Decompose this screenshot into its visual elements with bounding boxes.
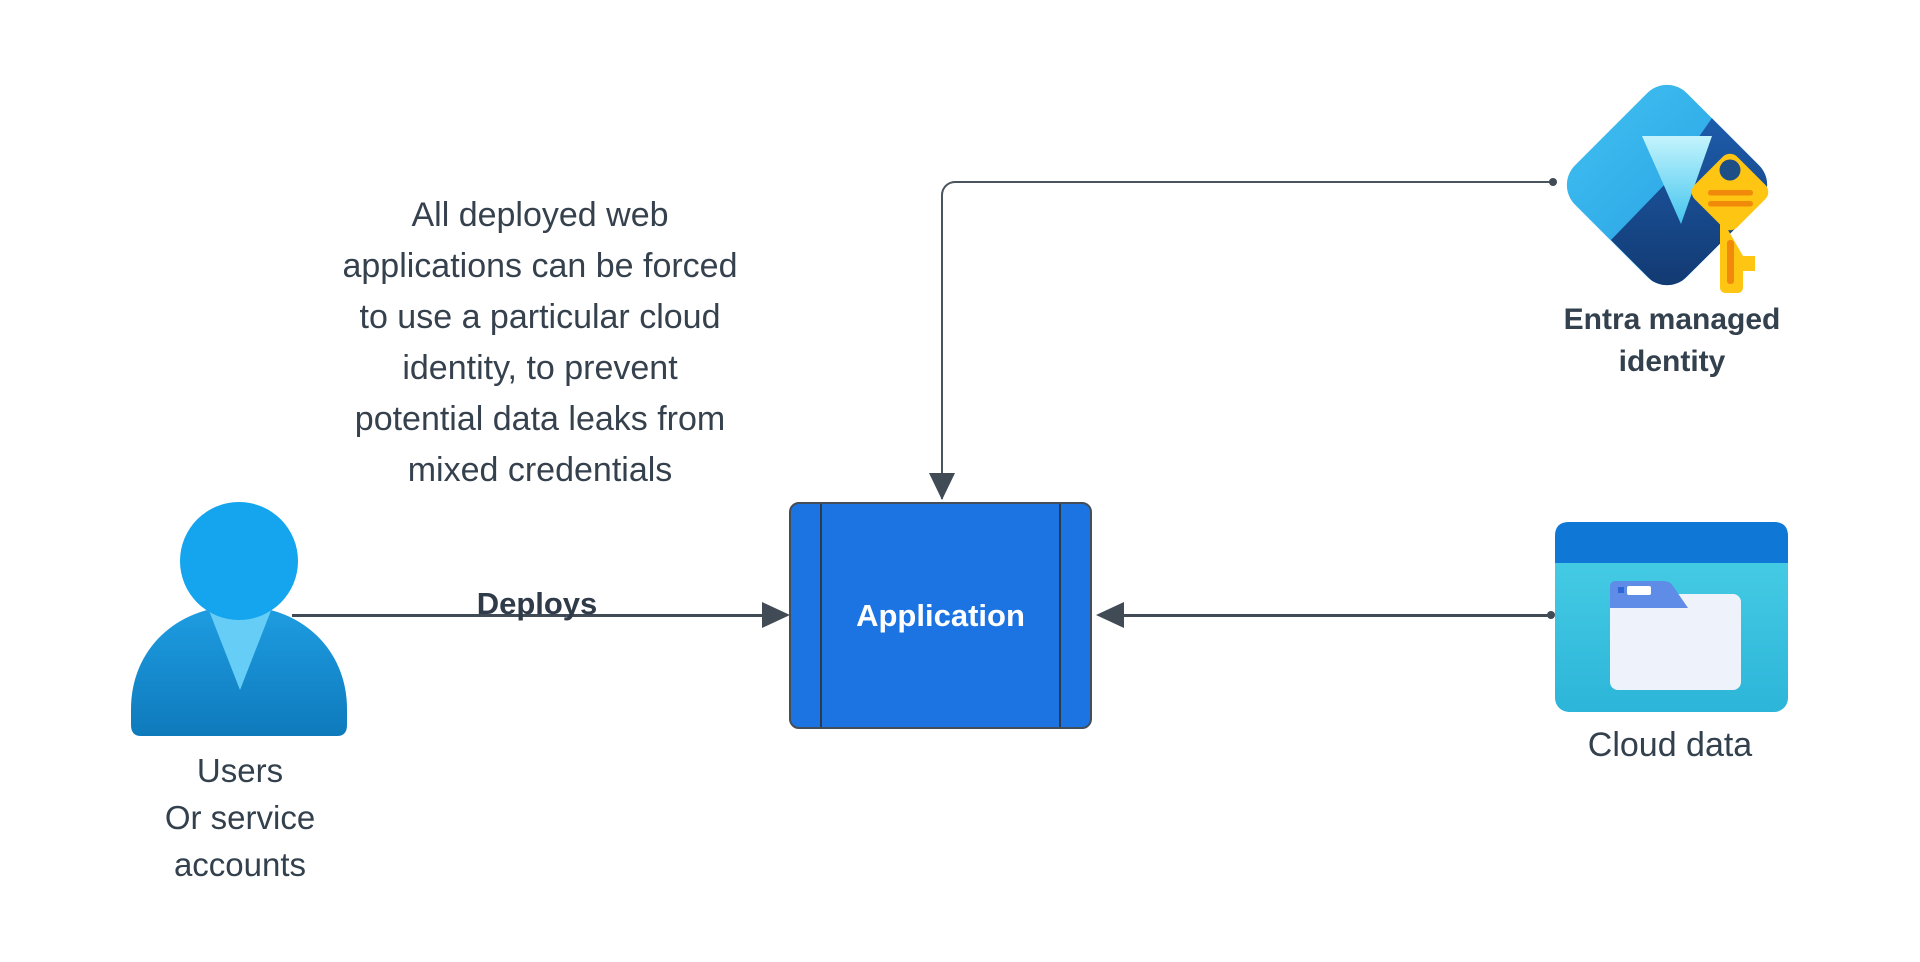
annotation-line: potential data leaks from [354,400,726,438]
key-icon [1691,153,1769,293]
entra-connector-elbow [941,181,1556,499]
deploys-arrowhead-icon [762,602,790,628]
user-label-line: Users [196,752,284,789]
entra-label-line: Entra managed [1563,303,1781,336]
person-collar [208,608,272,690]
cloud-label: Cloud data [1587,726,1753,764]
annotation-text: All deployed web applications can be for… [190,190,890,496]
application-left-divider [820,504,822,727]
cloud-window-titlebar [1555,522,1788,563]
user-label-line: Or service [164,799,316,836]
annotation-line: identity, to prevent [402,349,678,387]
folder-body [1610,594,1741,690]
entra-label: Entra managed identity [1522,299,1822,383]
user-label-line: accounts [173,846,307,883]
cloud-connector-line [1120,614,1553,617]
user-icon [131,502,347,736]
annotation-line: applications can be forced [342,247,738,285]
application-right-divider [1059,504,1061,727]
cloud-arrowhead-icon [1096,602,1124,628]
entra-connector-endpoint-dot [1549,178,1557,186]
folder-tab-slot [1627,586,1651,595]
user-label: Users Or service accounts [90,747,390,888]
folder-tab-dot [1618,587,1624,593]
annotation-line: mixed credentials [407,451,673,489]
application-label: Application [856,597,1025,633]
entra-managed-identity-icon [1555,73,1779,297]
annotation-line: to use a particular cloud [359,298,721,336]
person-head [180,502,298,620]
deploys-label: Deploys [476,586,598,621]
annotation-line: All deployed web [411,196,669,234]
deploys-connector-line [292,614,764,617]
entra-arrowhead-icon [929,473,955,500]
application-node: Application [789,502,1092,729]
cloud-data-folder-icon [1555,522,1788,712]
cloud-connector-endpoint-dot [1547,611,1555,619]
entra-label-line: identity [1618,345,1726,378]
